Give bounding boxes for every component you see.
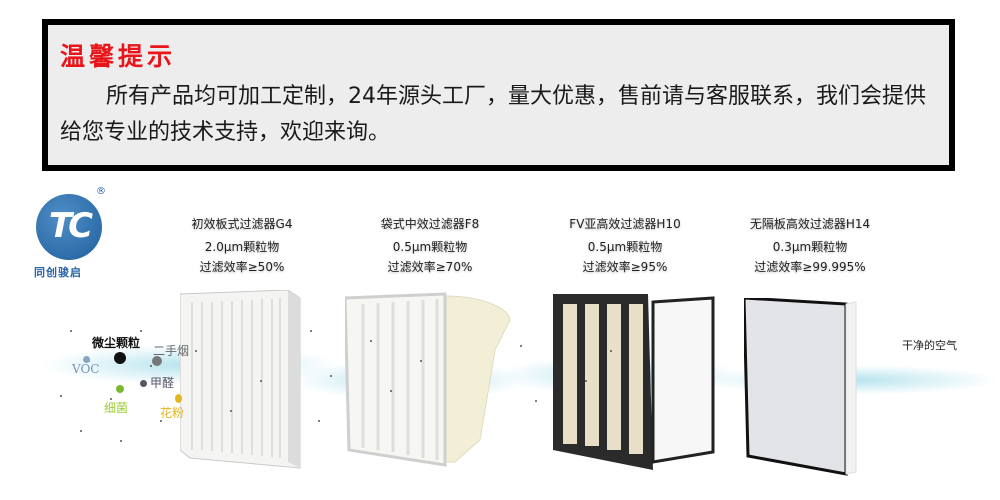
vbank-filter-h10-image [553,294,715,470]
logo-circle-icon: TC [36,194,102,260]
filter-spec-h14: 无隔板高效过滤器H14 0.3μm颗粒物 过滤效率≥99.995% [735,214,885,277]
filter-particle: 0.3μm颗粒物 [772,240,848,254]
filter-particle: 2.0μm颗粒物 [204,240,280,254]
brand-logo: TC ® 同创骏启 [28,186,118,286]
notice-title: 温馨提示 [60,42,177,71]
logo-name: 同创骏启 [34,266,82,279]
formaldehyde-particle-icon [140,380,147,387]
notice-box: 温馨提示 所有产品均可加工定制，24年源头工厂，量大优惠，售前请与客服联系，我们… [42,19,955,171]
bacteria-particle-icon [116,385,124,393]
logo-mark: TC [48,206,93,246]
pollutant-dust: 微尘颗粒 [92,336,141,350]
pollutant-pollen: 花粉 [160,406,185,420]
pollutant-bacteria: 细菌 [104,401,129,415]
filter-efficiency: 过滤效率≥50% [199,260,285,274]
pollutant-formaldehyde: 甲醛 [150,376,175,390]
filter-efficiency: 过滤效率≥70% [387,260,473,274]
pollen-particle-icon [175,394,182,403]
registered-mark: ® [96,186,106,197]
filter-spec-f8: 袋式中效过滤器F8 0.5μm颗粒物 过滤效率≥70% [360,214,500,277]
pollutant-smoke: 二手烟 [153,344,190,358]
filter-spec-h10: FV亚高效过滤器H10 0.5μm颗粒物 过滤效率≥95% [555,214,695,277]
filter-particle: 0.5μm颗粒物 [587,240,663,254]
pollutant-voc: VOC [72,362,100,376]
filter-spec-g4: 初效板式过滤器G4 2.0μm颗粒物 过滤效率≥50% [172,214,312,277]
filter-name: 无隔板高效过滤器H14 [749,217,871,231]
filter-efficiency: 过滤效率≥99.995% [754,260,866,274]
filter-particle: 0.5μm颗粒物 [392,240,468,254]
panel-filter-g4-image [180,290,301,469]
dust-particle-icon [114,352,126,364]
filter-name: 袋式中效过滤器F8 [380,217,480,231]
clean-air-label: 干净的空气 [902,339,957,352]
smoke-particle-icon [152,356,162,366]
bag-filter-f8-image [345,292,511,467]
filter-name: 初效板式过滤器G4 [191,217,293,231]
filter-efficiency: 过滤效率≥95% [582,260,668,274]
filter-name: FV亚高效过滤器H10 [569,217,681,231]
notice-body: 所有产品均可加工定制，24年源头工厂，量大优惠，售前请与客服联系，我们会提供给您… [60,84,926,145]
hepa-filter-h14-image [744,298,857,476]
voc-particle-icon [83,356,90,363]
